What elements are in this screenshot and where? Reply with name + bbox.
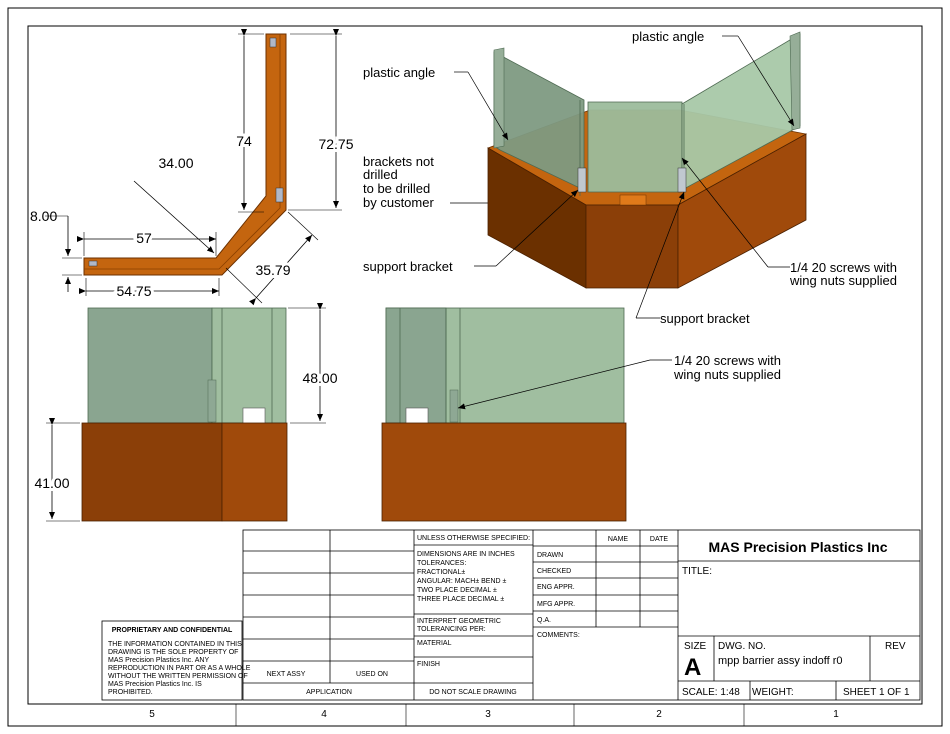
rev-label: REV — [885, 641, 906, 652]
unless-label: UNLESS OTHERWISE SPECIFIED: — [417, 535, 530, 542]
zone-3: 3 — [485, 709, 491, 720]
top-view-counter — [83, 33, 287, 276]
zone-2: 2 — [656, 709, 662, 720]
zone-markers: 5 4 3 2 1 — [149, 704, 839, 726]
weight-label: WEIGHT: — [752, 687, 794, 698]
title-label: TITLE: — [682, 566, 712, 577]
note-brackets-line4: by customer — [363, 195, 434, 210]
company-name: MAS Precision Plastics Inc — [709, 539, 888, 555]
do-not-scale-label: DO NOT SCALE DRAWING — [429, 689, 517, 696]
size-value: A — [684, 654, 701, 681]
material-label: MATERIAL — [417, 640, 452, 647]
outer-border — [7, 7, 943, 727]
interpret-line: TOLERANCING PER: — [417, 626, 486, 633]
title-block — [101, 529, 921, 701]
zone-1: 1 — [833, 709, 839, 720]
title-block-text: PROPRIETARY AND CONFIDENTIAL THE INFORMA… — [108, 535, 910, 698]
iso-bracket-right — [677, 167, 687, 193]
size-label: SIZE — [684, 641, 707, 652]
proprietary-text-line: WITHOUT THE WRITTEN PERMISSION OF — [108, 673, 248, 680]
finish-label: FINISH — [417, 661, 440, 668]
note-screws-side-line1: 1/4 20 screws with — [674, 353, 781, 368]
top-view-bracket-corner — [275, 187, 284, 203]
interpret-line: INTERPRET GEOMETRIC — [417, 618, 501, 625]
dim-72-75: 72.75 — [318, 136, 353, 152]
eng-appr-label: ENG APPR. — [537, 584, 575, 591]
proprietary-text-line: PROHIBITED. — [108, 689, 153, 696]
mfg-appr-label: MFG APPR. — [537, 601, 575, 608]
name-label: NAME — [608, 536, 629, 543]
proprietary-text: THE INFORMATION CONTAINED IN THISDRAWING… — [108, 641, 251, 696]
iso-base-center-face — [585, 204, 679, 289]
tolerance-line: THREE PLACE DECIMAL ± — [417, 596, 504, 603]
proprietary-text-line: THE INFORMATION CONTAINED IN THIS — [108, 641, 242, 648]
iso-bracket-left — [577, 167, 587, 193]
top-view: 57 54.75 8.00 34.00 74 72.75 35.79 — [30, 29, 583, 306]
dim-57: 57 — [136, 230, 152, 246]
next-assy-label: NEXT ASSY — [267, 671, 306, 678]
front-view: 48.00 41.00 — [31, 303, 341, 522]
proprietary-text-line: DRAWING IS THE SOLE PROPERTY OF — [108, 649, 238, 656]
iso-panel-center — [587, 101, 683, 193]
tolerance-line: FRACTIONAL± — [417, 569, 465, 576]
date-label: DATE — [650, 536, 668, 543]
note-brackets-line1: brackets not — [363, 154, 434, 169]
dim-41-00: 41.00 — [34, 475, 69, 491]
note-brackets-line2: drilled — [363, 167, 398, 182]
application-label: APPLICATION — [306, 689, 352, 696]
checked-label: CHECKED — [537, 568, 571, 575]
qa-label: Q.A. — [537, 617, 551, 624]
comments-label: COMMENTS: — [537, 632, 580, 639]
side-view: 1/4 20 screws with wing nuts supplied — [381, 307, 781, 522]
inner-border — [27, 25, 923, 705]
iso-base-right-face — [677, 133, 807, 289]
dim-54-75: 54.75 — [116, 283, 151, 299]
zone-5: 5 — [149, 709, 155, 720]
tolerance-line: ANGULAR: MACH± BEND ± — [417, 578, 507, 585]
tolerance-text: DIMENSIONS ARE IN INCHES TOLERANCES: FRACT… — [417, 551, 515, 603]
dim-74: 74 — [236, 133, 252, 149]
note-plastic-angle-left: plastic angle — [363, 65, 435, 80]
note-support-bracket-bottom: support bracket — [660, 311, 750, 326]
tolerance-line: TWO PLACE DECIMAL ± — [417, 587, 497, 594]
note-screws-iso-line2: wing nuts supplied — [789, 273, 897, 288]
tolerance-line: DIMENSIONS ARE IN INCHES — [417, 551, 515, 558]
top-view-bracket-top — [269, 37, 277, 48]
drawn-label: DRAWN — [537, 552, 563, 559]
front-panel-right — [211, 307, 287, 424]
side-base — [381, 422, 627, 522]
front-base-left — [81, 422, 223, 522]
dim-35-79: 35.79 — [255, 262, 290, 278]
used-on-label: USED ON — [356, 671, 388, 678]
note-brackets-line3: to be drilled — [363, 181, 430, 196]
note-screws-side-line2: wing nuts supplied — [673, 367, 781, 382]
dim-34-00: 34.00 — [158, 155, 193, 171]
scale-label: SCALE: 1:48 — [682, 687, 740, 698]
note-screws-iso-line1: 1/4 20 screws with — [790, 260, 897, 275]
proprietary-text-line: REPRODUCTION IN PART OR AS A WHOLE — [108, 665, 251, 672]
dim-48-00: 48.00 — [302, 370, 337, 386]
tolerance-line: TOLERANCES: — [417, 560, 466, 567]
sheet-label: SHEET 1 OF 1 — [843, 687, 910, 698]
proprietary-text-line: MAS Precision Plastics Inc. IS — [108, 681, 202, 688]
dim-8-00: 8.00 — [30, 208, 57, 224]
dwg-no-value: mpp barrier assy indoff r0 — [718, 655, 843, 667]
dwg-no-label: DWG. NO. — [718, 641, 766, 652]
top-view-bracket-left — [88, 260, 98, 267]
proprietary-title: PROPRIETARY AND CONFIDENTIAL — [112, 627, 233, 634]
front-base-right — [221, 422, 288, 522]
proprietary-text-line: MAS Precision Plastics Inc. ANY — [108, 657, 209, 664]
zone-4: 4 — [321, 709, 327, 720]
note-support-bracket-left: support bracket — [363, 259, 453, 274]
front-panel-left — [87, 307, 213, 424]
iso-view: plastic angle plastic angle support brac… — [363, 29, 897, 326]
note-plastic-angle-right: plastic angle — [632, 29, 704, 44]
